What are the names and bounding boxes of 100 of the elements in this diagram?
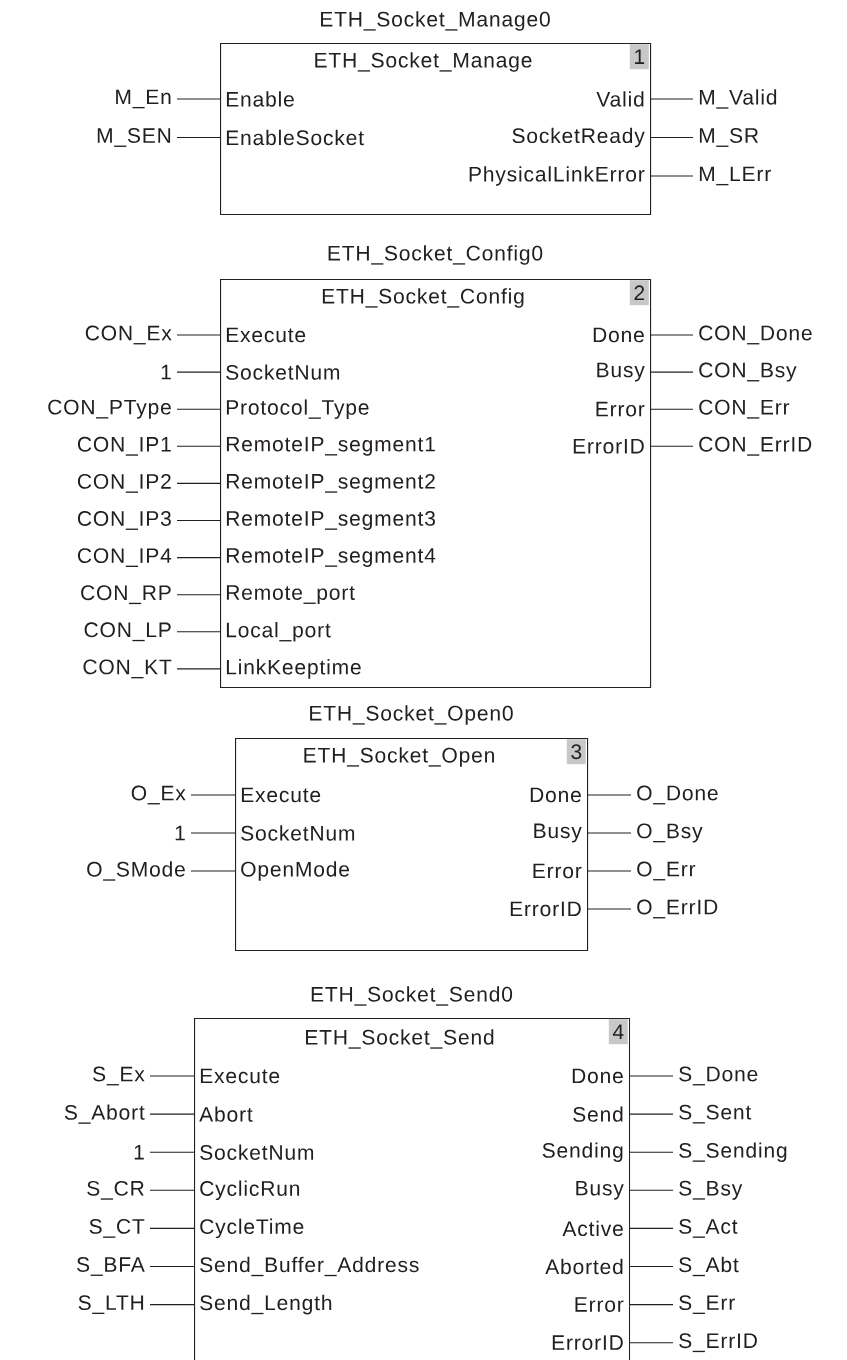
- pin-label: Error: [596, 401, 645, 417]
- pin-label: RemoteIP_segment4: [226, 548, 436, 567]
- variable-label: S_BFA: [77, 1257, 145, 1276]
- pin-label: Busy: [576, 1180, 624, 1200]
- pin-label: Abort: [199, 1106, 253, 1122]
- connection-line: [176, 519, 221, 522]
- connection-line: [628, 1151, 674, 1153]
- variable-label: CON_Ex: [85, 325, 172, 345]
- variable-label: CON_PType: [48, 399, 171, 419]
- block-type-name: ETH_Socket_Config: [322, 288, 524, 308]
- number-badge: 2: [629, 280, 649, 306]
- connection-line: [628, 1342, 674, 1344]
- pin-label: Local_port: [226, 622, 331, 642]
- pin-label: RemoteIP_segment1: [226, 436, 435, 456]
- variable-label: S_Ex: [93, 1066, 145, 1086]
- pin-label: SocketNum: [226, 364, 340, 380]
- pin-label: Error: [533, 863, 582, 879]
- variable-label: M_SEN: [97, 128, 171, 147]
- connection-line: [586, 870, 632, 872]
- connection-line: [149, 1189, 195, 1191]
- variable-label: M_En: [116, 89, 171, 109]
- pin-label: Done: [572, 1068, 623, 1084]
- pin-label: Send_Buffer_Address: [200, 1256, 419, 1277]
- variable-label: O_Err: [637, 861, 696, 881]
- number-badge: 4: [608, 1019, 628, 1045]
- pin-label: Protocol_Type: [226, 399, 369, 419]
- pin-label: ErrorID: [510, 901, 581, 917]
- variable-label: S_LTH: [78, 1295, 144, 1314]
- variable-label: O_Done: [637, 785, 718, 805]
- variable-label: M_SR: [699, 128, 759, 147]
- pin-label: RemoteIP_segment2: [226, 473, 435, 493]
- variable-label: CON_IP2: [77, 473, 171, 493]
- variable-label: 1: [161, 364, 171, 380]
- connection-line: [628, 1265, 674, 1268]
- pin-label: Busy: [534, 823, 582, 843]
- connection-line: [176, 98, 221, 100]
- connection-line: [149, 1151, 195, 1153]
- variable-label: S_ErrID: [679, 1333, 757, 1353]
- pin-label: Done: [593, 327, 644, 343]
- connection-line: [149, 1075, 195, 1077]
- connection-line: [628, 1227, 674, 1229]
- variable-label: S_Sending: [679, 1142, 787, 1162]
- connection-line: [586, 794, 632, 796]
- variable-label: S_CR: [87, 1180, 144, 1200]
- connection-line: [149, 1304, 195, 1306]
- connection-line: [628, 1075, 674, 1077]
- variable-label: O_SMode: [87, 861, 185, 881]
- connection-line: [176, 445, 221, 447]
- number-badge: 3: [566, 739, 586, 765]
- block-type-name: ETH_Socket_Manage: [315, 52, 532, 72]
- variable-label: M_LErr: [699, 166, 771, 186]
- pin-label: SocketNum: [241, 825, 355, 841]
- pin-label: CycleTime: [200, 1218, 304, 1239]
- connection-line: [190, 870, 236, 872]
- variable-label: CON_Bsy: [699, 362, 797, 382]
- pin-label: RemoteIP_segment3: [226, 511, 435, 530]
- variable-label: CON_Done: [699, 325, 812, 345]
- connection-line: [628, 1113, 674, 1115]
- pin-label: ErrorID: [573, 438, 644, 454]
- pin-label: Execute: [200, 1068, 280, 1084]
- instance-name: ETH_Socket_Open0: [310, 705, 513, 725]
- pin-label: SocketNum: [200, 1144, 314, 1160]
- variable-label: CON_KT: [83, 659, 172, 679]
- block-type-name: ETH_Socket_Open: [304, 747, 494, 767]
- variable-label: 1: [175, 825, 185, 841]
- variable-label: S_Abort: [64, 1104, 145, 1124]
- pin-label: Aborted: [545, 1258, 623, 1275]
- connection-line: [176, 371, 221, 373]
- pin-label: Execute: [226, 327, 306, 343]
- pin-label: Send_Length: [200, 1294, 332, 1315]
- pin-label: ErrorID: [552, 1335, 623, 1350]
- variable-label: O_Ex: [131, 785, 186, 805]
- connection-line: [649, 175, 694, 177]
- pin-label: OpenMode: [241, 861, 350, 881]
- connection-line: [176, 334, 221, 336]
- connection-line: [586, 832, 632, 834]
- connection-line: [176, 557, 221, 559]
- pin-label: Active: [562, 1220, 623, 1237]
- variable-label: O_Bsy: [637, 823, 703, 843]
- pin-label: Send: [573, 1106, 623, 1122]
- pin-label: Enable: [226, 91, 294, 107]
- variable-label: S_Bsy: [679, 1180, 743, 1200]
- variable-label: S_Err: [679, 1295, 735, 1314]
- connection-line: [190, 794, 236, 796]
- variable-label: CON_IP3: [77, 511, 171, 530]
- connection-line: [628, 1304, 674, 1306]
- pin-label: PhysicalLinkError: [469, 166, 645, 186]
- connection-line: [176, 482, 221, 484]
- pin-label: Error: [575, 1297, 624, 1312]
- variable-label: O_ErrID: [637, 899, 718, 919]
- variable-label: S_Abt: [679, 1256, 739, 1277]
- variable-label: CON_ErrID: [699, 436, 812, 456]
- instance-name: ETH_Socket_Manage0: [321, 11, 550, 31]
- instance-name: ETH_Socket_Config0: [328, 245, 543, 265]
- pin-label: CyclicRun: [200, 1180, 300, 1201]
- variable-label: 1: [134, 1144, 144, 1160]
- connection-line: [176, 408, 221, 410]
- connection-line: [176, 668, 221, 670]
- pin-label: SocketReady: [512, 127, 645, 148]
- connection-line: [176, 136, 221, 139]
